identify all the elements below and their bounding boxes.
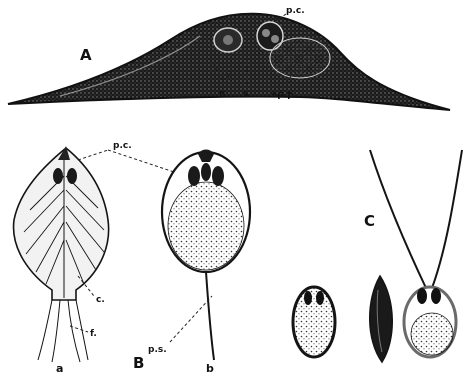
- label-sp-p: sp.p.: [272, 90, 297, 100]
- panel-label-b: B: [133, 354, 144, 372]
- spore-c1: [293, 287, 335, 357]
- panel-a-drawing: [8, 14, 450, 110]
- label-f: f.: [90, 329, 97, 339]
- panel-label-c: C: [364, 212, 375, 230]
- spore-b-plasm: [168, 182, 244, 270]
- spore-a-tail: [38, 300, 88, 362]
- spore-b-drawing: [162, 150, 250, 361]
- label-pc-b: p.c.: [113, 141, 132, 151]
- label-pc-a: p.c.: [286, 6, 305, 16]
- spore-c3-filament-right: [432, 150, 462, 288]
- spore-c3-filament-left: [370, 150, 426, 288]
- sub-label-a: a: [56, 362, 63, 375]
- panel-label-a: A: [80, 46, 92, 64]
- panel-c-drawing: [293, 150, 462, 362]
- label-c: c.: [96, 295, 105, 305]
- spore-b-tail: [206, 272, 214, 360]
- label-ps: p.s.: [148, 345, 167, 355]
- label-s: s: [243, 89, 248, 99]
- sub-label-b: b: [206, 362, 214, 375]
- spore-plasm: [270, 38, 330, 78]
- label-n: n: [219, 89, 225, 99]
